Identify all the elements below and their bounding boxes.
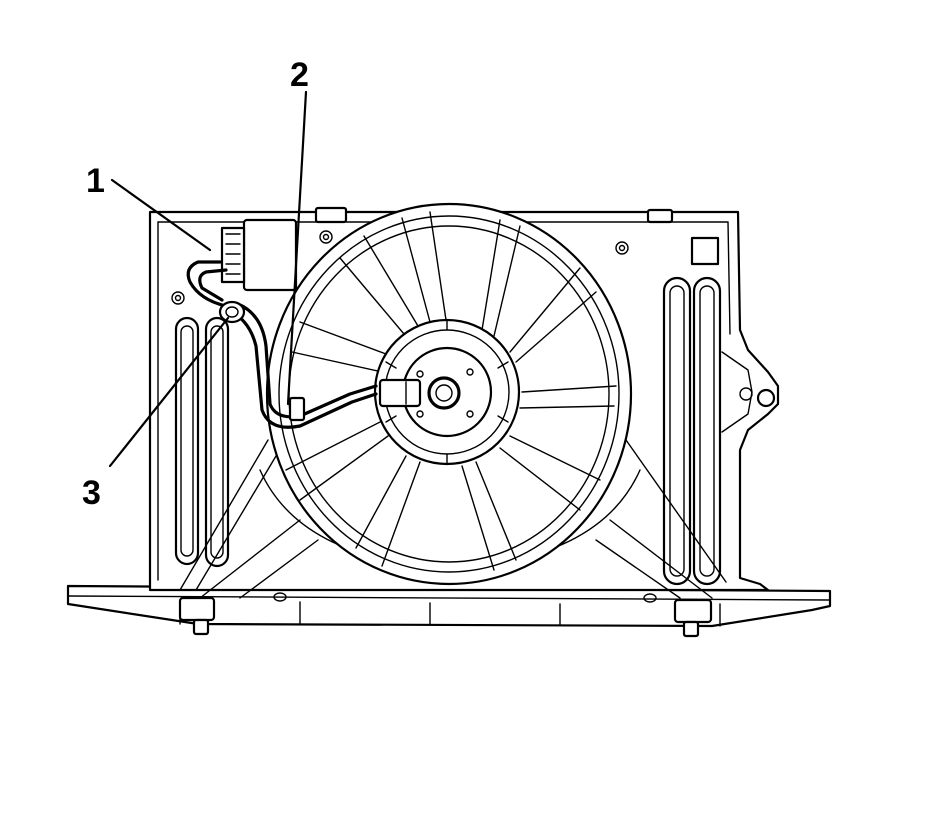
cooling-fan [265, 202, 633, 586]
callout-label-3: 3 [82, 474, 101, 512]
wiring-harness [186, 260, 422, 429]
left-vents [174, 316, 230, 568]
right-vents [662, 276, 722, 586]
callout-leaders [108, 90, 308, 468]
leader-line-2 [286, 90, 308, 406]
leader-line-3 [108, 316, 230, 468]
callout-label-1: 1 [86, 162, 105, 200]
bottom-rail [66, 584, 832, 638]
callout-label-2: 2 [290, 56, 309, 94]
relay-block [220, 218, 298, 292]
leader-line-1 [110, 178, 212, 252]
